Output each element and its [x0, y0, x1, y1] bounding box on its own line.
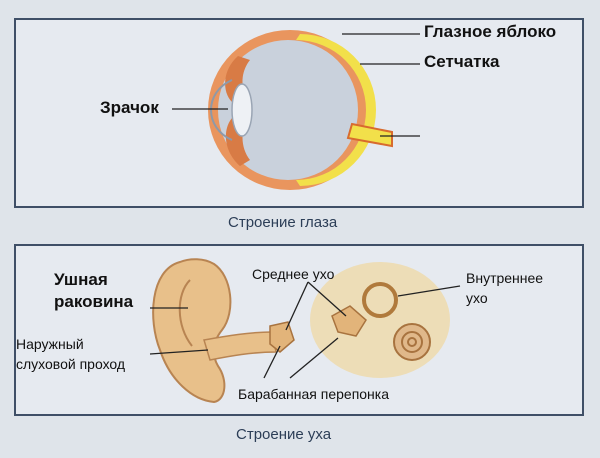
auricle-fold-shape	[178, 279, 193, 347]
lens-shape	[231, 83, 253, 137]
ear-illustration	[149, 258, 461, 404]
middle-ear-bones-shape	[331, 305, 367, 337]
retina-shape	[296, 34, 376, 186]
middle-ear-leader-line-2	[307, 281, 347, 317]
eyeball-label: Глазное яблоко	[424, 22, 557, 41]
auricle-shape	[152, 258, 232, 404]
canal-leader-line	[149, 349, 209, 355]
semicircular-canal-shape	[362, 282, 398, 318]
canal-label-line2: слуховой проход	[16, 356, 126, 372]
cochlea-core-shape	[407, 337, 417, 347]
inner-ear-leader-line	[397, 285, 461, 297]
cochlea-inner-shape	[401, 331, 423, 353]
auricle-label-line1: Ушная	[54, 270, 108, 289]
ear-canal-shape	[203, 331, 277, 361]
middle-ear-leader-line-1	[285, 281, 309, 331]
cochlea-shape	[393, 323, 431, 361]
middle-ear-label: Среднее ухо	[252, 266, 335, 282]
eardrum-leader-line-1	[263, 345, 281, 379]
ear-diagram-panel	[14, 244, 584, 416]
inner-ear-label-line1: Внутреннее	[466, 270, 544, 286]
optic-nerve-shape	[346, 122, 393, 148]
pupil-label: Зрачок	[100, 98, 159, 117]
inner-ear-label-line2: ухо	[466, 290, 488, 306]
canal-label-line1: Наружный	[16, 336, 84, 352]
cornea-shape	[210, 79, 233, 141]
eardrum-label: Барабанная перепонка	[238, 386, 390, 402]
eardrum-leader-line-2	[289, 337, 339, 379]
ossicles-shape	[269, 321, 295, 353]
auricle-label-line2: раковина	[54, 292, 134, 311]
retina-label: Сетчатка	[424, 52, 500, 71]
iris-lower-shape	[225, 118, 250, 166]
eyeball-shape	[218, 40, 358, 180]
eye-caption: Строение глаза	[228, 214, 338, 231]
eye-illustration	[172, 30, 420, 190]
ear-caption: Строение уха	[236, 426, 332, 443]
